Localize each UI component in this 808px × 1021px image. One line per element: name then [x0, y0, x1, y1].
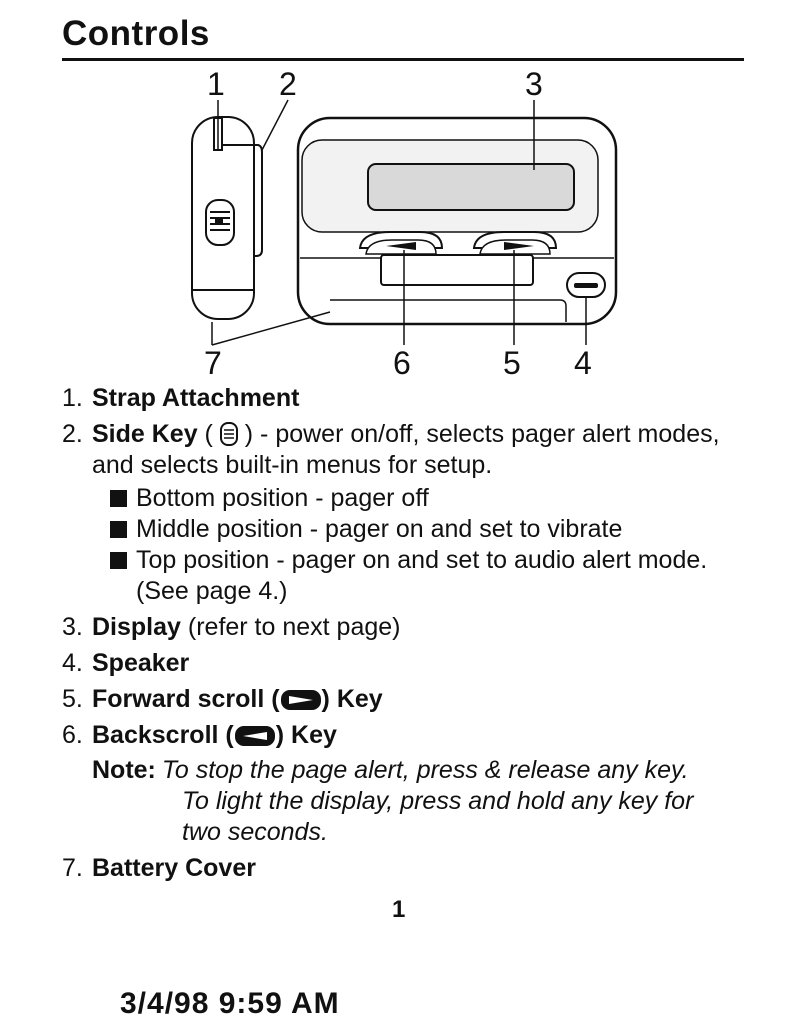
item-number: 5. [62, 685, 83, 713]
item-label: Strap Attachment [92, 384, 300, 412]
pager-side-view [191, 116, 263, 320]
sub-item: Bottom position - pager off [110, 483, 762, 514]
square-bullet-icon [110, 490, 127, 507]
list-item: 1. Strap Attachment [62, 383, 762, 414]
item-label: Forward scroll [92, 685, 265, 713]
item-text: (refer to next page) [180, 613, 401, 641]
item-number: 4. [62, 649, 83, 677]
item-number: 6. [62, 721, 83, 749]
callout-6: 6 [393, 345, 411, 381]
forward-scroll-button[interactable] [472, 231, 558, 255]
item-text: ) - power on/off, selects pager alert mo… [92, 420, 720, 479]
item-number: 3. [62, 613, 83, 641]
item-number: 1. [62, 384, 83, 412]
list-item: 4. Speaker [62, 648, 762, 679]
backscroll-icon [234, 726, 275, 746]
controls-list: 1. Strap Attachment 2. Side Key ( ) - po… [62, 383, 762, 884]
callout-4: 4 [574, 345, 592, 381]
note-label: Note: [92, 756, 156, 784]
callout-2: 2 [279, 66, 297, 102]
note-line: To stop the page alert, press & release … [161, 756, 689, 784]
note: Note: To stop the page alert, press & re… [92, 755, 762, 786]
item-label: Side Key [92, 420, 198, 448]
item-label: Speaker [92, 649, 190, 677]
sub-item: Middle position - pager on and set to vi… [110, 514, 762, 545]
item-text: ( [197, 420, 220, 448]
page-number: 1 [392, 896, 406, 923]
title-rule [62, 58, 744, 61]
list-item: 3. Display (refer to next page) [62, 612, 762, 643]
forward-scroll-icon [280, 690, 321, 710]
list-item: 5. Forward scroll () Key [62, 685, 383, 713]
callout-3: 3 [525, 66, 543, 102]
pager-front-view [296, 116, 618, 326]
item-label: Battery Cover [92, 854, 256, 882]
square-bullet-icon [110, 521, 127, 538]
leader-lines [211, 99, 587, 346]
speaker [566, 272, 606, 298]
item-number: 7. [62, 854, 83, 882]
sub-item: Top position - pager on and set to audio… [110, 545, 762, 607]
note-line: To light the display, press and hold any… [182, 787, 694, 815]
pager-diagram: 1 2 3 4 5 6 7 [191, 66, 618, 381]
item-number: 2. [62, 420, 83, 448]
item-label: Display [92, 613, 181, 641]
callout-5: 5 [503, 345, 521, 381]
footer-stamp: 3/4/98 9:59 AM [120, 987, 340, 1020]
callout-1: 1 [207, 66, 225, 102]
page-title: Controls [62, 14, 210, 53]
square-bullet-icon [110, 552, 127, 569]
list-item: 6. Backscroll () Key Note: To stop the p… [62, 720, 762, 848]
callout-7: 7 [204, 345, 222, 381]
list-item: 7. Battery Cover [62, 853, 762, 884]
note-line: two seconds. [182, 818, 328, 846]
side-key-icon [219, 422, 238, 446]
item-label: Backscroll [92, 721, 219, 749]
backscroll-button[interactable] [358, 231, 444, 255]
list-item: 2. Side Key ( ) - power on/off, selects … [62, 419, 762, 607]
